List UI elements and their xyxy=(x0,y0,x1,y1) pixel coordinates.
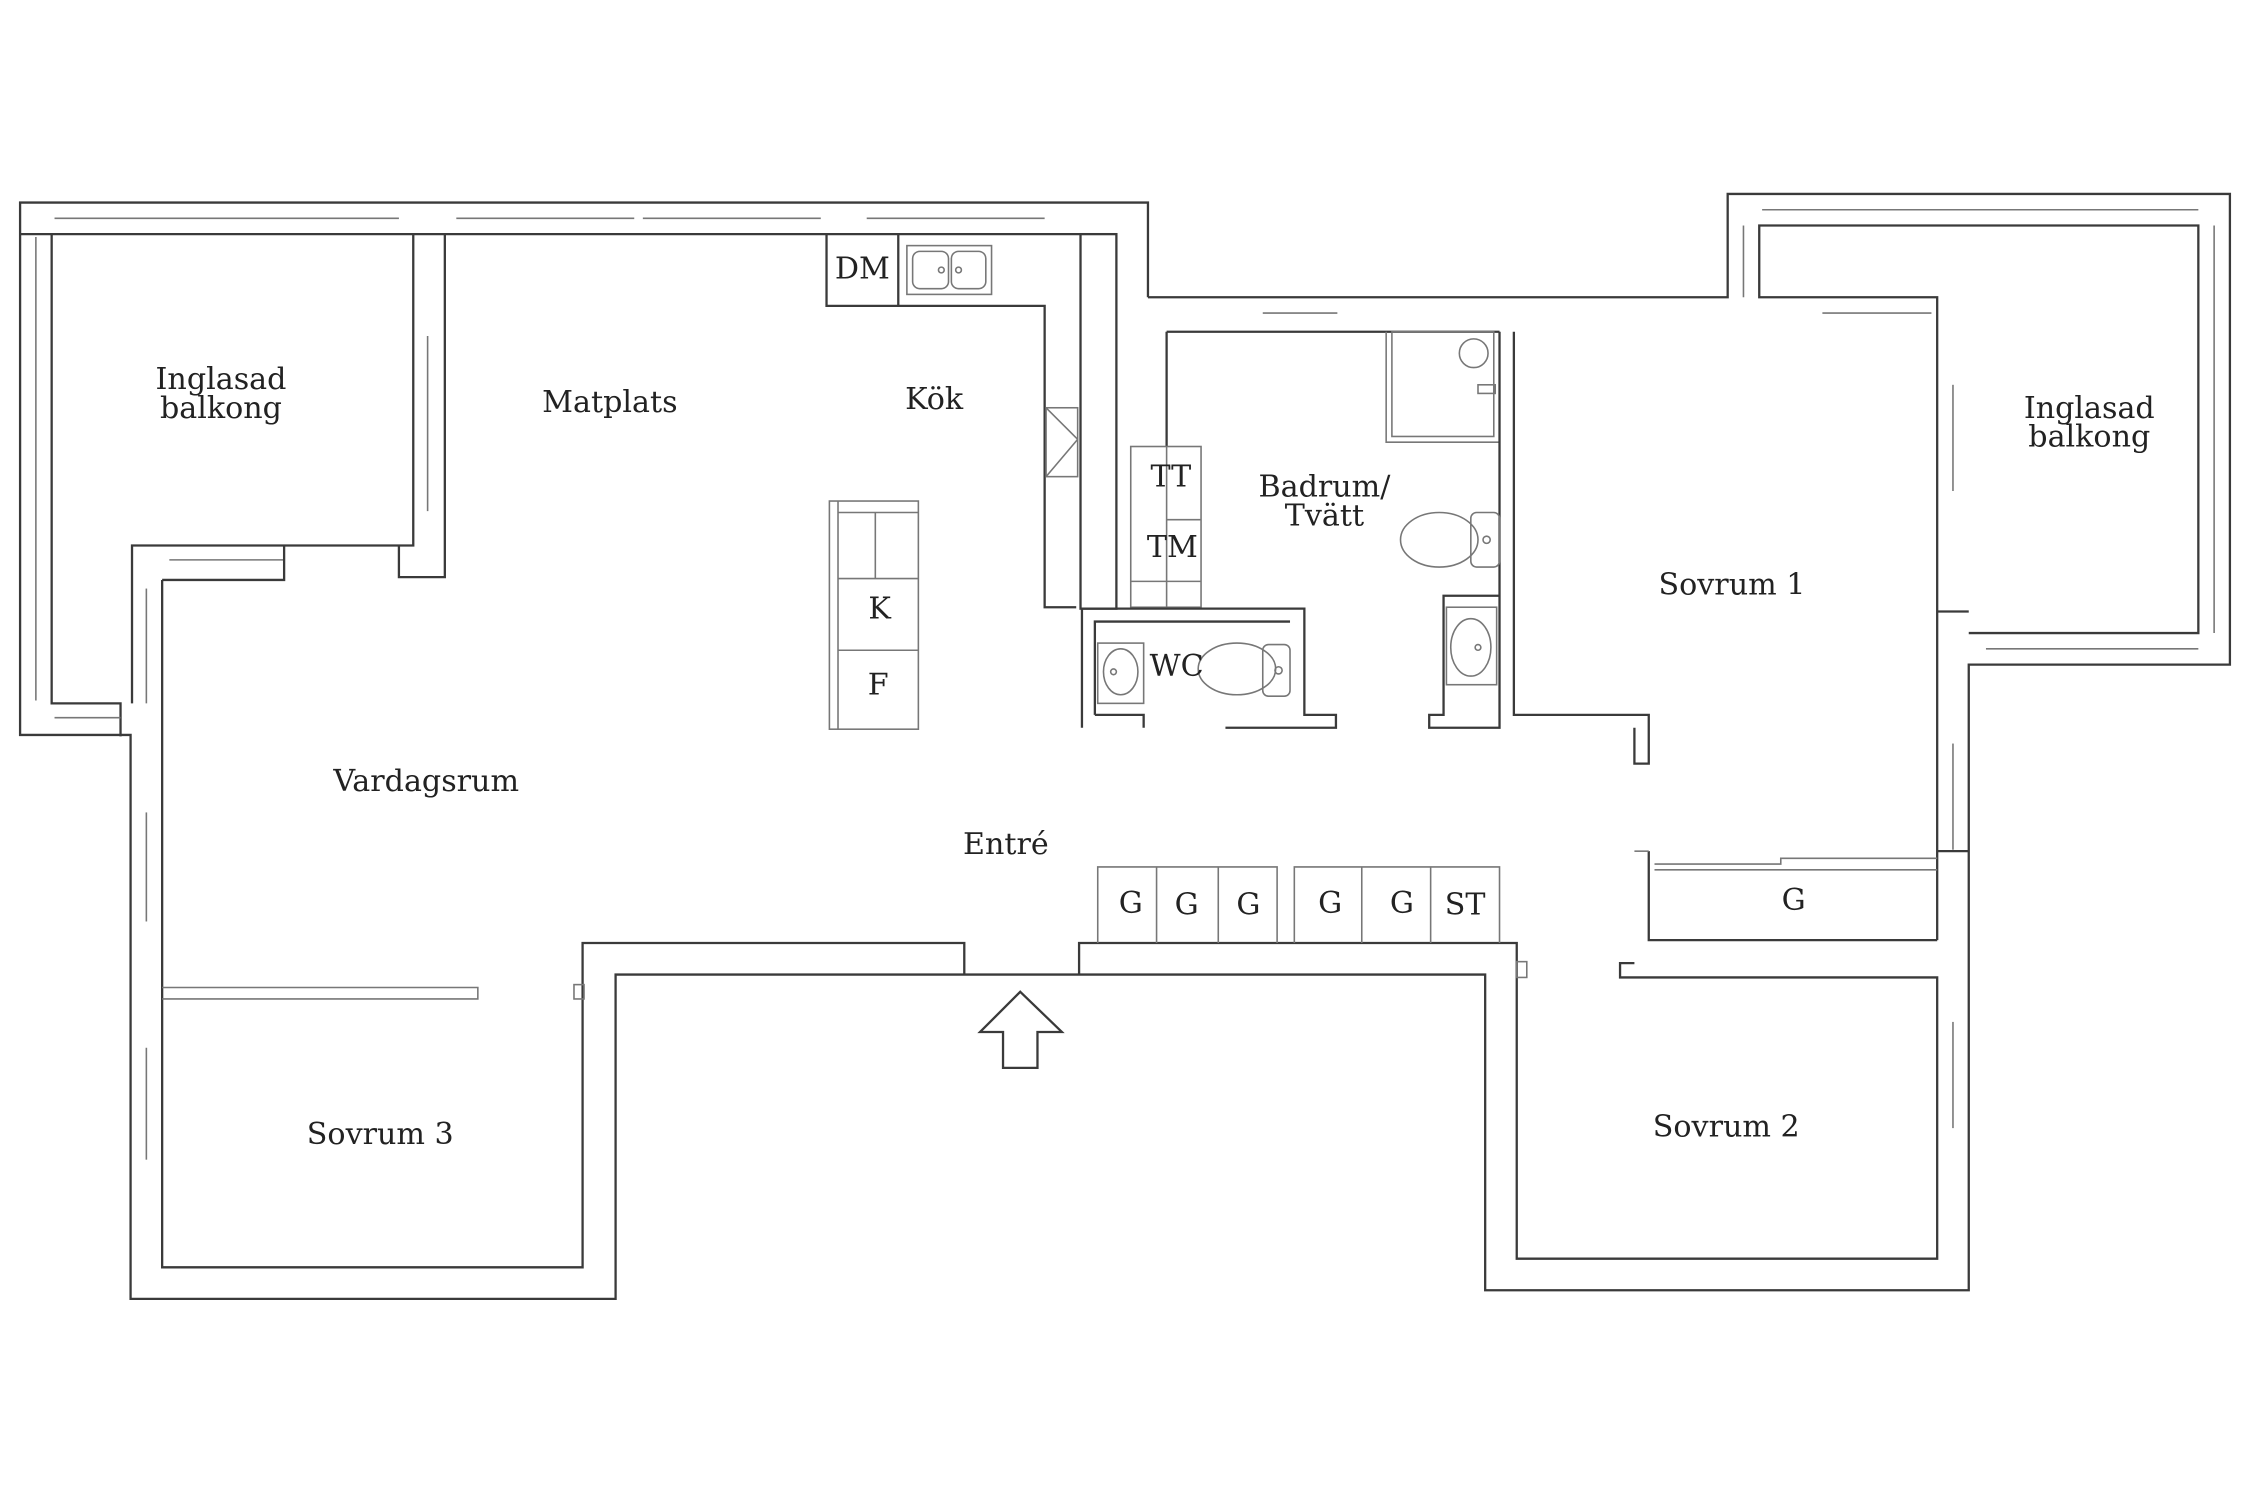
label-matplats: Matplats xyxy=(542,385,677,420)
label-g3: G xyxy=(1236,887,1260,922)
label-g5: G xyxy=(1390,886,1414,921)
label-tt: TT xyxy=(1151,460,1192,495)
label-badrum-2: Tvätt xyxy=(1285,498,1364,533)
label-f: F xyxy=(868,668,889,703)
label-badrum-1: Badrum/ xyxy=(1259,470,1392,505)
label-g4: G xyxy=(1318,886,1342,921)
label-sovrum3: Sovrum 3 xyxy=(307,1117,454,1152)
label-balkong-right-2: balkong xyxy=(2028,420,2150,455)
fixtures xyxy=(828,244,1501,944)
label-k: K xyxy=(868,592,891,627)
windows xyxy=(35,208,2215,1160)
label-entre: Entré xyxy=(963,827,1049,862)
label-dm: DM xyxy=(835,252,890,287)
entrance-arrow-icon xyxy=(977,990,1065,1069)
label-g1: G xyxy=(1119,886,1143,921)
label-balkong-left-2: balkong xyxy=(160,391,282,426)
label-g6: G xyxy=(1782,883,1806,918)
label-balkong-right-1: Inglasad xyxy=(2024,391,2155,426)
label-kok: Kök xyxy=(905,382,964,417)
label-st: ST xyxy=(1445,887,1486,922)
label-balkong-left-1: Inglasad xyxy=(156,362,287,397)
label-wc: WC xyxy=(1150,649,1204,684)
label-sovrum2: Sovrum 2 xyxy=(1653,1110,1800,1145)
interior-walls xyxy=(130,232,1938,1000)
label-g2: G xyxy=(1175,887,1199,922)
label-sovrum1: Sovrum 1 xyxy=(1659,567,1806,602)
room-labels: Inglasad balkong Matplats Kök DM TT TM B… xyxy=(156,252,2155,1152)
outer-walls xyxy=(18,192,2232,1301)
label-vardagsrum: Vardagsrum xyxy=(332,764,519,799)
label-tm: TM xyxy=(1147,530,1198,565)
